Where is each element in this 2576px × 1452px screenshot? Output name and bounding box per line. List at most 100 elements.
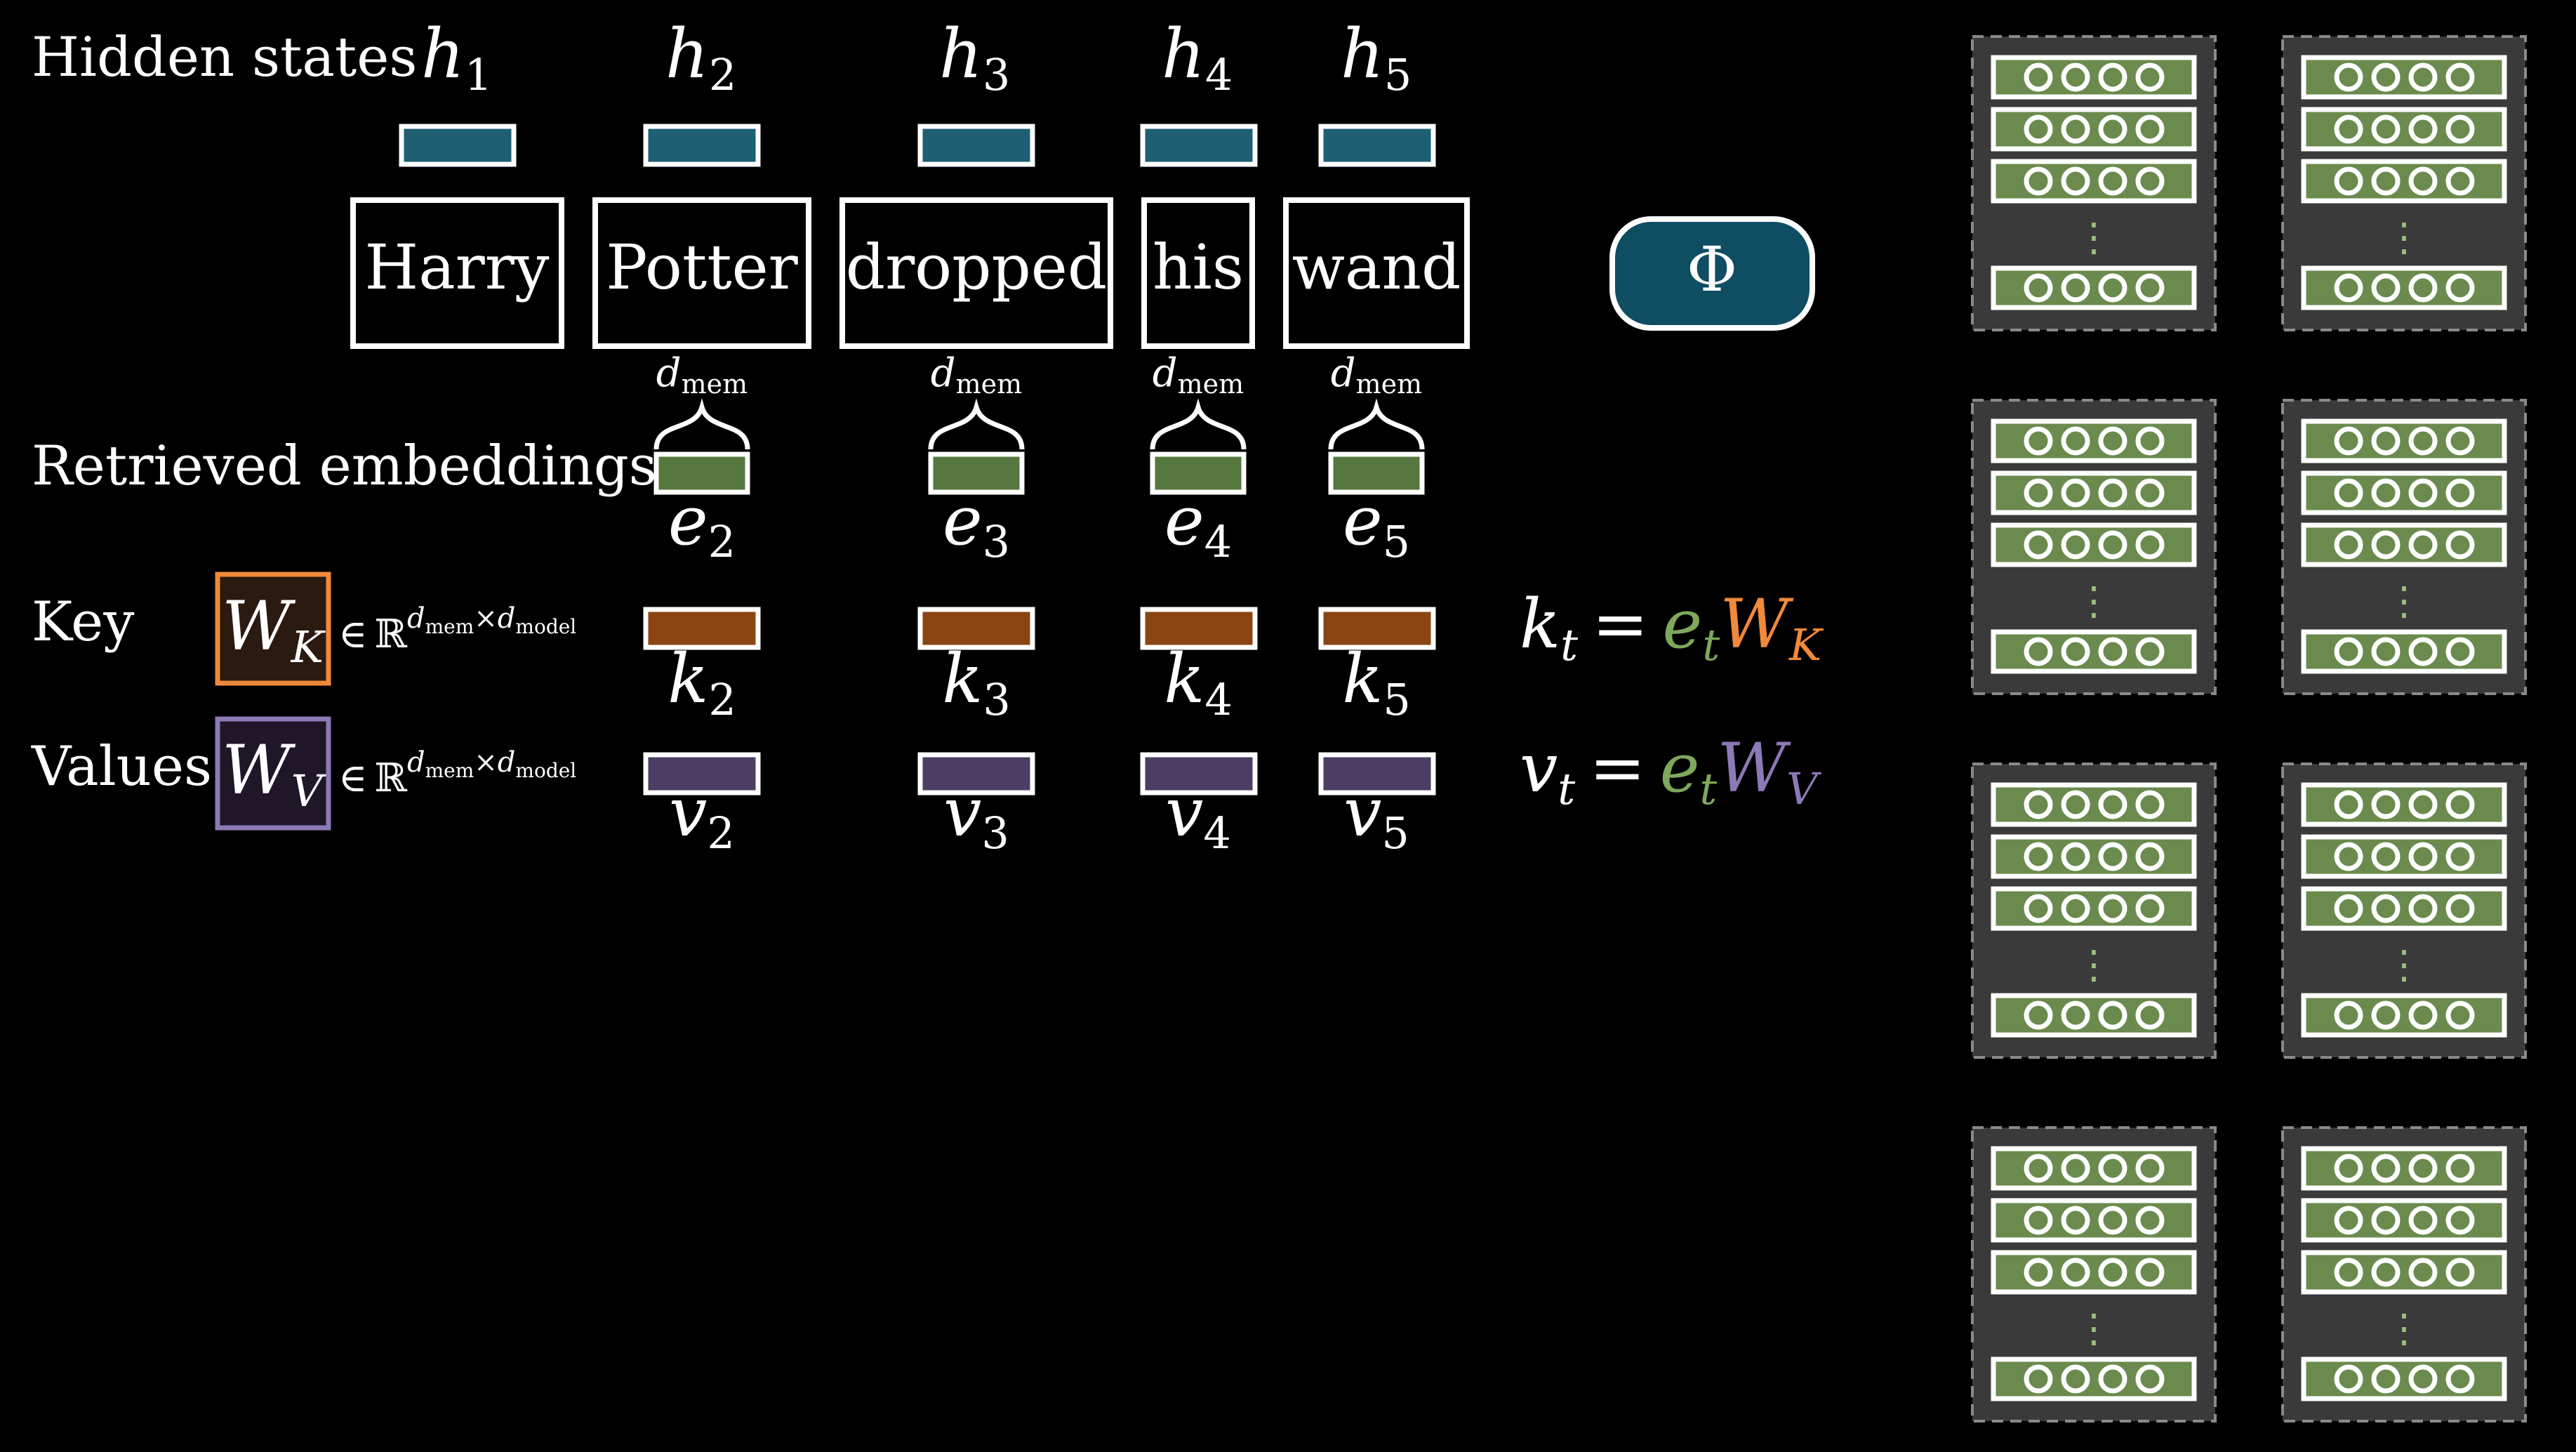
server-slot-led (2135, 1154, 2165, 1183)
server-slot-led (2135, 62, 2165, 92)
dmem-braces: dmem dmem dmem dmem (653, 350, 1425, 450)
server-slot-led (2445, 114, 2475, 144)
token-text-3: dropped (846, 231, 1107, 303)
server-slot-led (2408, 1001, 2438, 1030)
server-slot-led (2445, 1001, 2475, 1030)
server-slot-led (2135, 790, 2165, 819)
token-box-5 (1283, 197, 1470, 349)
server-slot-led (2371, 478, 2401, 508)
value-bar-4 (1140, 752, 1258, 796)
server-slot-led (2061, 790, 2090, 819)
server-slot-led (2061, 166, 2090, 196)
server-slot-led (2098, 790, 2127, 819)
server-rack-icon: ⋮ (2281, 1126, 2527, 1423)
server-slot-led (2061, 894, 2090, 923)
server-slot-led (2024, 1258, 2053, 1287)
hidden-state-bar-3 (917, 124, 1035, 167)
server-more-dots: ⋮ (2074, 942, 2113, 988)
key-formula: kt=etWK (1520, 585, 1824, 671)
brace-4 (1150, 398, 1247, 450)
memory-server-grid: ⋮⋮⋮⋮⋮⋮⋮⋮ (1971, 35, 2527, 1423)
server-slot-led (2371, 894, 2401, 923)
embedding-labels: e2 e3 e4 e5 (668, 482, 1410, 567)
server-slot-led (2445, 1154, 2475, 1183)
server-slot-led (2061, 478, 2090, 508)
server-slot-led (2408, 166, 2438, 196)
server-slot-led (2408, 637, 2438, 666)
hidden-state-bar-1 (399, 124, 517, 167)
dmem-label-3: dmem (931, 350, 1022, 400)
server-slot-led (2024, 478, 2053, 508)
server-slot-led (2098, 1001, 2127, 1030)
server-slot-led (2371, 1206, 2401, 1235)
server-slot-led (2135, 1364, 2165, 1394)
server-slot-led (2408, 62, 2438, 92)
server-slot-led (2445, 166, 2475, 196)
server-slot-led (2445, 273, 2475, 303)
hidden-state-bar-4 (1140, 124, 1258, 167)
server-more-dots: ⋮ (2074, 215, 2113, 260)
server-more-dots: ⋮ (2384, 215, 2424, 260)
phi-symbol: Φ (1687, 233, 1737, 305)
server-slot-led (2445, 1258, 2475, 1287)
wv-matrix-label: WV (222, 731, 327, 817)
embedding-label-4: e4 (1164, 482, 1232, 567)
server-slot-led (2408, 1206, 2438, 1235)
server-slot-led (2098, 166, 2127, 196)
value-label-3: v3 (943, 773, 1009, 859)
dmem-label-5: dmem (1331, 350, 1422, 400)
server-slot-led (2334, 894, 2363, 923)
embedding-label-2: e2 (668, 482, 736, 567)
embedding-bars (653, 451, 1425, 495)
server-slot-led (2024, 894, 2053, 923)
server-slot-led (2098, 478, 2127, 508)
server-rack-icon: ⋮ (2281, 763, 2527, 1059)
embedding-bar-3 (928, 451, 1025, 495)
key-labels: k2 k3 k4 k5 (668, 640, 1411, 725)
values-label: Values (31, 735, 212, 798)
server-slot-led (2098, 1364, 2127, 1394)
server-slot-led (2408, 842, 2438, 871)
server-rack-icon: ⋮ (1971, 763, 2217, 1059)
server-slot-led (2024, 1206, 2053, 1235)
server-slot-led (2135, 114, 2165, 144)
key-bar-3 (917, 607, 1035, 650)
hidden-state-bar-5 (1318, 124, 1436, 167)
server-slot-led (2445, 62, 2475, 92)
server-slot-led (2334, 842, 2363, 871)
server-slot-led (2334, 530, 2363, 560)
server-slot-led (2445, 842, 2475, 871)
server-slot-led (2334, 1206, 2363, 1235)
server-slot-led (2061, 426, 2090, 456)
server-slot-led (2061, 62, 2090, 92)
server-slot-led (2061, 842, 2090, 871)
server-slot-led (2098, 426, 2127, 456)
server-slot-led (2098, 62, 2127, 92)
server-slot-led (2024, 273, 2053, 303)
value-bar-5 (1318, 752, 1436, 796)
value-labels: v2 v3 v4 v5 (669, 773, 1409, 859)
server-slot-led (2334, 273, 2363, 303)
server-slot-led (2135, 478, 2165, 508)
token-box-2 (592, 197, 811, 349)
embedding-bar-5 (1328, 451, 1425, 495)
server-slot-led (2371, 114, 2401, 144)
brace-3 (928, 398, 1025, 450)
server-slot-led (2098, 637, 2127, 666)
server-slot-led (2334, 1001, 2363, 1030)
server-more-dots: ⋮ (2074, 1306, 2113, 1352)
server-slot-led (2135, 637, 2165, 666)
wk-matrix-label: WK (222, 587, 326, 673)
hidden-state-label-4: h4 (1162, 15, 1233, 100)
server-slot-led (2371, 62, 2401, 92)
value-bar-3 (917, 752, 1035, 796)
server-slot-led (2371, 530, 2401, 560)
key-bars (643, 607, 1436, 650)
hidden-state-label-3: h3 (939, 15, 1010, 100)
server-slot-led (2098, 114, 2127, 144)
server-slot-led (2445, 637, 2475, 666)
value-label-2: v2 (669, 773, 735, 859)
server-slot-led (2135, 530, 2165, 560)
token-text-5: wand (1292, 231, 1461, 303)
